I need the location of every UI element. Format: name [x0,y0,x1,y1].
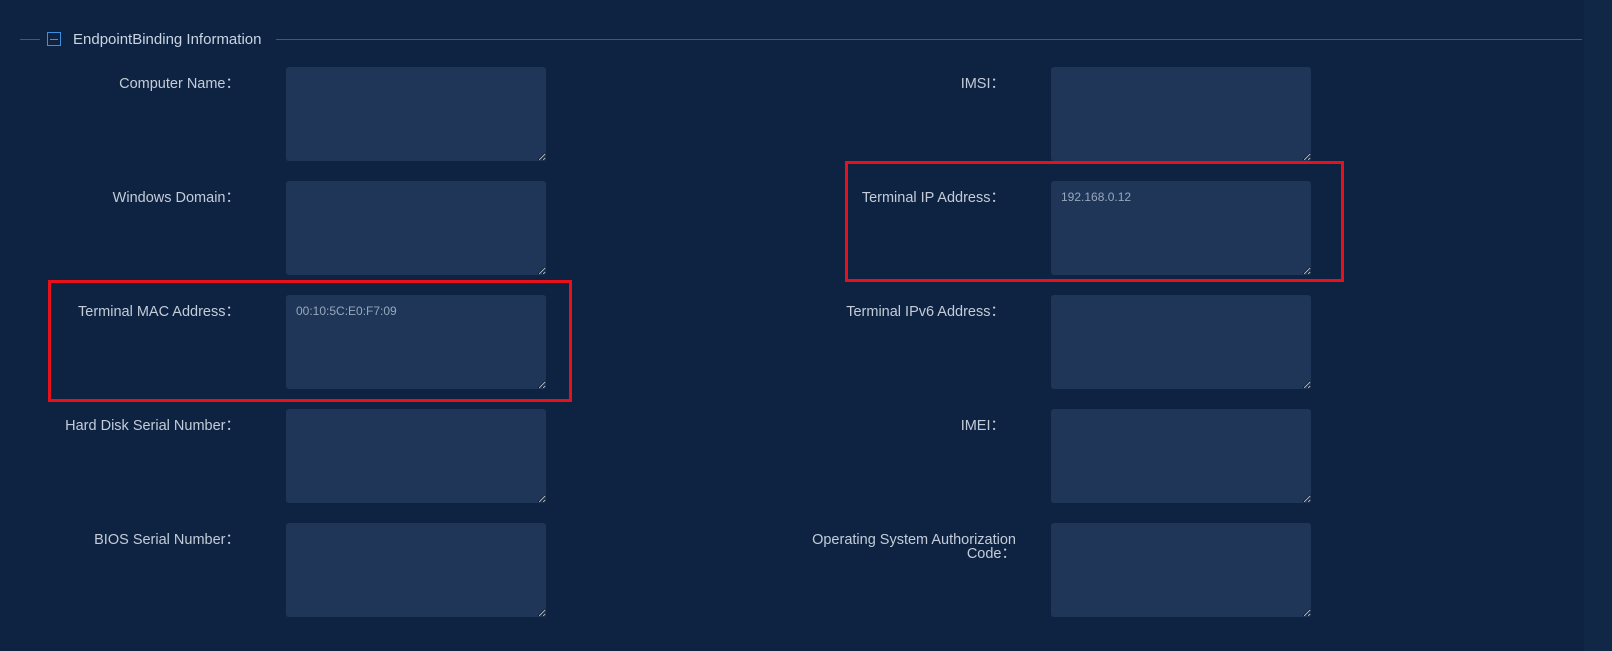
computer-name-label: Computer Name： [119,76,240,92]
os-auth-code-label: Operating System Authorization Code： [716,532,1016,562]
terminal-ipv6-field[interactable] [1051,295,1311,389]
hard-disk-serial-field[interactable] [286,409,546,503]
section-divider-left [20,39,40,40]
section-title: EndpointBinding Information [73,31,262,48]
imsi-label: IMSI： [960,76,1005,92]
imsi-field[interactable] [1051,67,1311,161]
imei-label: IMEI： [960,418,1005,434]
terminal-mac-field[interactable]: 00:10:5C:E0:F7:09 [286,295,546,389]
scrollbar-track[interactable] [1584,0,1612,651]
windows-domain-label: Windows Domain： [112,190,240,206]
terminal-ipv6-label: Terminal IPv6 Address： [846,304,1005,320]
os-auth-code-field[interactable] [1051,523,1311,617]
windows-domain-field[interactable] [286,181,546,275]
os-auth-code-label-line1: Operating System Authorization [812,532,1016,548]
terminal-ip-label: Terminal IP Address： [861,190,1005,206]
imei-field[interactable] [1051,409,1311,503]
computer-name-field[interactable] [286,67,546,161]
collapse-section-button[interactable] [47,32,61,46]
terminal-mac-label: Terminal MAC Address： [78,304,240,320]
section-divider-right [276,39,1582,40]
minus-icon [50,39,58,40]
bios-serial-field[interactable] [286,523,546,617]
hard-disk-serial-label: Hard Disk Serial Number： [65,418,240,434]
bios-serial-label: BIOS Serial Number： [94,532,240,548]
os-auth-code-label-line2: Code： [966,546,1016,562]
terminal-ip-field[interactable]: 192.168.0.12 [1051,181,1311,275]
